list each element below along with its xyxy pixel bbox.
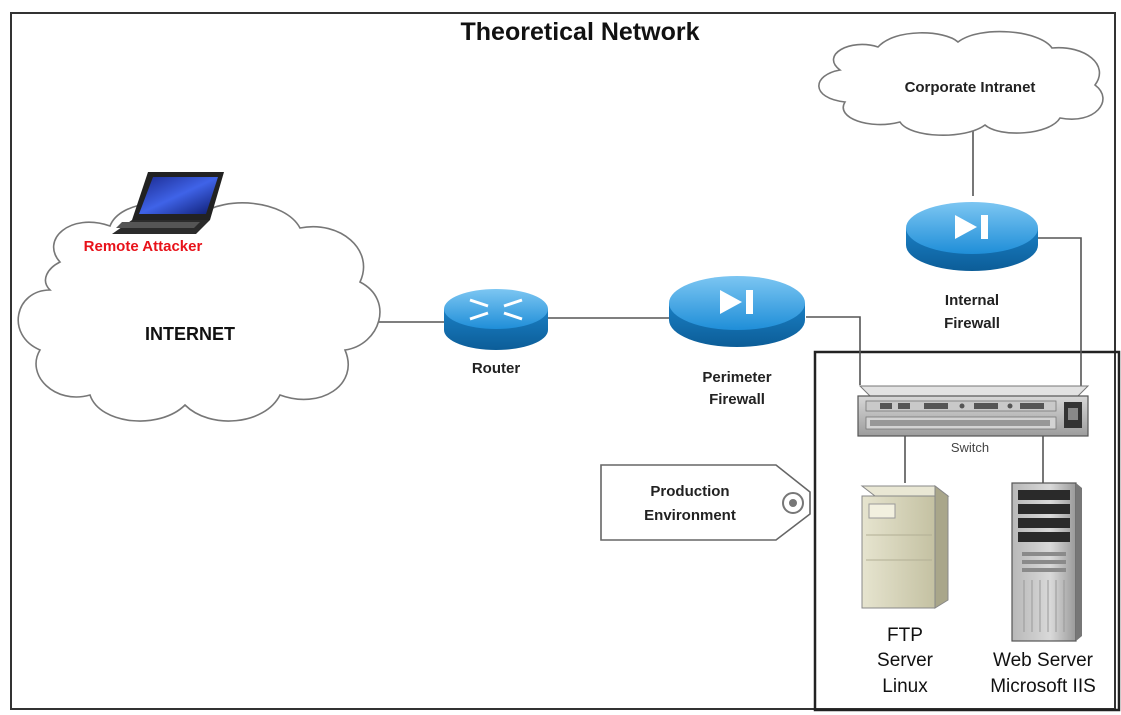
tag-icon [600,464,811,541]
production-environment-label-line1: Production [650,483,729,500]
switch-icon [857,385,1090,437]
connection-lines [371,126,1082,483]
internal-firewall-label-line2: Firewall [944,315,1000,332]
rack-server-icon [1011,482,1082,642]
ftp-server-label-line1: FTP [887,625,923,646]
production-environment-label-line2: Environment [644,507,736,524]
switch-label: Switch [951,440,989,455]
diagram-title: Theoretical Network [461,18,700,46]
remote-attacker-label: Remote Attacker [84,238,203,255]
internal-switch-link [1038,237,1082,390]
perimeter-firewall-label-line1: Perimeter [702,369,771,386]
internet-cloud-icon [17,202,381,422]
perimeter-firewall-label-line2: Firewall [709,391,765,408]
tower-server-icon [860,484,950,609]
internal-firewall-icon [906,202,1038,271]
web-server-label-line1: Web Server [993,650,1094,671]
corporate-intranet-cloud-icon [818,30,1104,136]
router-label: Router [472,360,520,377]
internal-firewall-label-line1: Internal [945,292,999,309]
production-environment-box [813,350,1121,712]
perimeter-switch-link [806,316,861,385]
router-icon [444,289,548,350]
laptop-icon [112,172,224,234]
perimeter-firewall-icon [669,276,805,347]
internet-label: INTERNET [145,324,235,344]
web-server-label-line2: Microsoft IIS [990,676,1096,697]
ftp-server-label-line2: Server [877,650,934,671]
ftp-server-label-line3: Linux [882,676,928,697]
corporate-intranet-label: Corporate Intranet [905,79,1036,96]
